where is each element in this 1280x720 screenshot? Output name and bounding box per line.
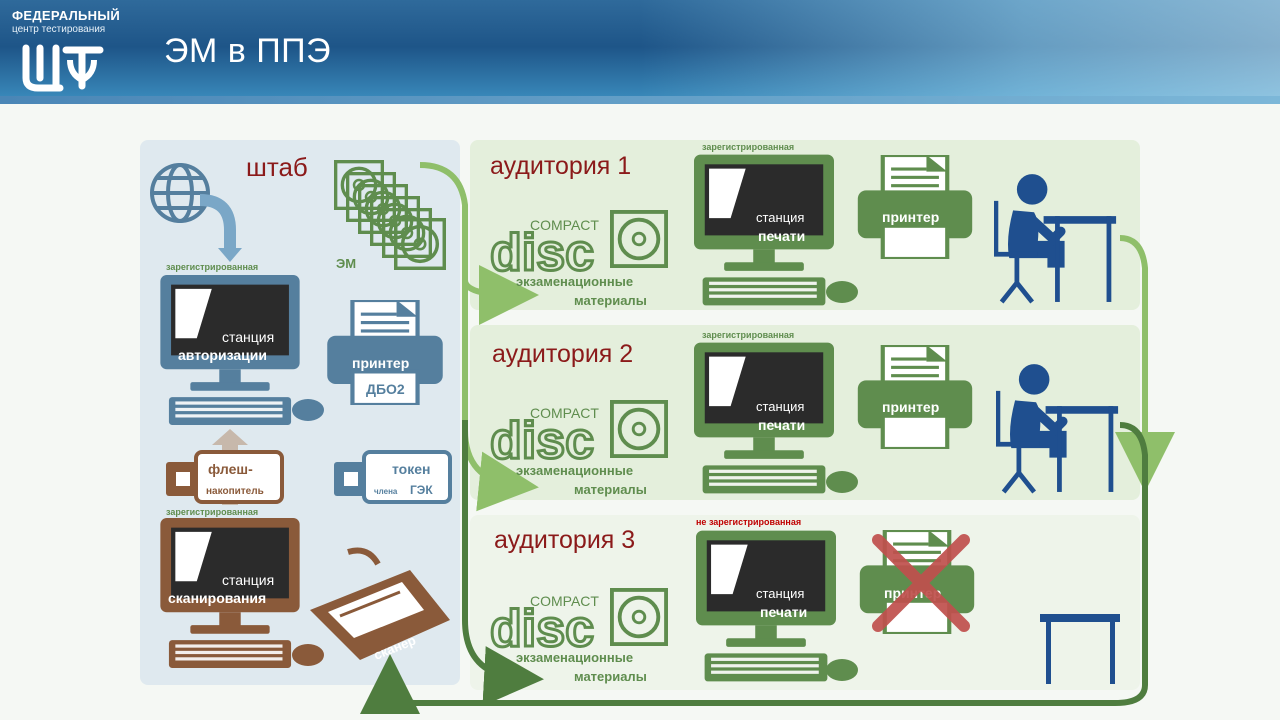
room2-station-line2: печати bbox=[758, 417, 805, 433]
room2-station-line1: станция bbox=[756, 399, 804, 414]
header-shine bbox=[0, 0, 1280, 104]
org-subtitle: центр тестирования bbox=[12, 24, 106, 35]
room3-empty-desk-icon bbox=[1040, 614, 1120, 684]
room2-mouse-icon bbox=[826, 471, 858, 493]
room3-disc-compact: COMPACT bbox=[530, 593, 599, 609]
token-line2b: ГЭК bbox=[410, 483, 433, 497]
scan-station-line1: станция bbox=[222, 572, 274, 588]
room2-station-badge: зарегистрированная bbox=[702, 330, 794, 340]
globe-arrow-head bbox=[218, 248, 242, 262]
room3-station-line1: станция bbox=[756, 586, 804, 601]
em-label: ЭМ bbox=[336, 256, 356, 271]
room1-disc-line1: экзаменационные bbox=[516, 274, 633, 289]
room2-disc-compact: COMPACT bbox=[530, 405, 599, 421]
hq-printer-line2: ДБО2 bbox=[366, 381, 405, 397]
room1-title: аудитория 1 bbox=[490, 152, 631, 180]
room3-disc-line1: экзаменационные bbox=[516, 650, 633, 665]
token-icon bbox=[334, 450, 452, 504]
room1-station-line2: печати bbox=[758, 228, 805, 244]
hq-printer-line1: принтер bbox=[352, 355, 409, 371]
room3-mouse-icon bbox=[826, 659, 858, 681]
room1-disc-word: disc bbox=[490, 224, 594, 282]
room1-disc-line2: материалы bbox=[574, 293, 647, 308]
flash-drive-icon bbox=[166, 450, 284, 504]
scanner-icon bbox=[310, 547, 450, 660]
room2-disc-line1: экзаменационные bbox=[516, 463, 633, 478]
flash-line2: накопитель bbox=[206, 486, 264, 497]
room1-station-badge: зарегистрированная bbox=[702, 142, 794, 152]
room2-disc-line2: материалы bbox=[574, 482, 647, 497]
room3-disc-word: disc bbox=[490, 600, 594, 658]
scan-station-line2: сканирования bbox=[168, 590, 266, 606]
room1-mouse-icon bbox=[826, 281, 858, 303]
flash-line1: флеш- bbox=[208, 461, 253, 477]
flow-return bbox=[360, 422, 1148, 715]
page-title: ЭМ в ППЭ bbox=[164, 32, 332, 70]
room3-station-badge: не зарегистрированная bbox=[696, 517, 801, 527]
scan-mouse-icon bbox=[292, 644, 324, 666]
globe-icon bbox=[150, 163, 210, 223]
room2-title: аудитория 2 bbox=[492, 340, 633, 368]
auth-station-badge: зарегистрированная bbox=[166, 262, 258, 272]
auth-station-line1: станция bbox=[222, 329, 274, 345]
room2-disc-word: disc bbox=[490, 412, 594, 470]
globe-arrow bbox=[199, 194, 236, 250]
room3-disc-line2: материалы bbox=[574, 669, 647, 684]
header-band bbox=[0, 96, 1280, 104]
auth-station-line2: авторизации bbox=[178, 347, 267, 363]
flow-to-room1 bbox=[419, 162, 539, 325]
flow-room1-down bbox=[1115, 235, 1175, 492]
room3-title: аудитория 3 bbox=[494, 526, 635, 554]
ftc-logo-icon bbox=[22, 44, 104, 92]
mouse-icon bbox=[292, 399, 324, 421]
token-line2a: члена bbox=[374, 487, 398, 496]
room1-station-line1: станция bbox=[756, 210, 804, 225]
org-name: ФЕДЕРАЛЬНЫЙ bbox=[12, 8, 120, 23]
scan-station-badge: зарегистрированная bbox=[166, 507, 258, 517]
token-line1: токен bbox=[392, 461, 430, 477]
room1-printer-label: принтер bbox=[882, 209, 939, 225]
room2-printer-label: принтер bbox=[882, 399, 939, 415]
room3-cross-icon bbox=[872, 534, 970, 632]
room3-station-line2: печати bbox=[760, 604, 807, 620]
flow-to-room3 bbox=[462, 420, 544, 706]
room1-disc-compact: COMPACT bbox=[530, 217, 599, 233]
hq-title: штаб bbox=[246, 152, 308, 182]
